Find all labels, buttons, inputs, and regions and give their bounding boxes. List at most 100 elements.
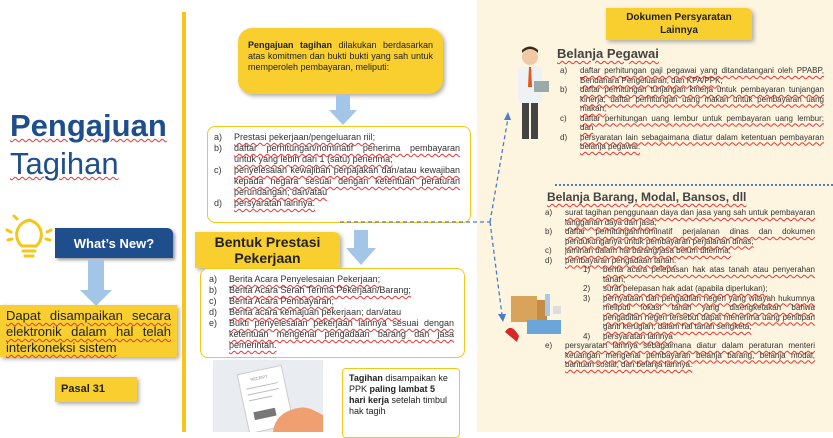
item-marker: d) [560, 132, 568, 142]
callout-text: dilakukan berdasarkan atas komitmen dan … [248, 40, 434, 72]
list-item: 4) persyaratan lainnya [545, 332, 815, 342]
list-item: b) daftar perhitungan tunjangan kinerja u… [560, 85, 824, 114]
callout-bold: Pengajuan tagihan [248, 40, 332, 50]
item-marker: a) [545, 208, 553, 217]
list-item: 3) pernyataan dari pengadilan negeri yang… [545, 294, 815, 332]
arrow-head [346, 248, 376, 265]
item-text: daftar perhitungan gaji pegawai yang dit… [580, 66, 824, 85]
item-text: Berita Acara Penyelesaian Pekerjaan; [229, 274, 381, 284]
item-text: persyaratan lain sebagaimana diatur dala… [580, 132, 824, 152]
item-marker: a) [209, 274, 218, 284]
item-text: surat pelepasan hak adat (apabila diperl… [603, 284, 768, 293]
arrow-down-icon [354, 230, 368, 250]
item-marker: b) [545, 227, 553, 236]
barang-title: Belanja Barang, Modal, Bansos, dll [547, 190, 747, 204]
list-item: e) Bukti penyelesaian pekerjaan lainnya s… [209, 318, 454, 351]
page-title-line1: Pengajuan [10, 108, 167, 143]
bentuk-list: a)Berita Acara Penyelesaian Pekerjaan;b)… [200, 268, 465, 358]
list-item: c) penyelesaian kewajiban perpajakan dan/… [214, 165, 460, 198]
list-item: 2) surat pelepasan hak adat (apabila dipe… [545, 284, 815, 294]
list-item: c) Berita Acara Pembayaran; [209, 296, 454, 307]
item-text: Berita Acara Serah Terima Pekerjaan/Bara… [229, 285, 411, 295]
item-marker: d) [209, 307, 218, 317]
item-text: pernyataan dari pengadilan negeri yang w… [603, 293, 815, 332]
item-marker: c) [545, 246, 552, 255]
item-text: Berita acara kemajuan pekerjaan; dan/ata… [229, 307, 402, 317]
list-item: d) persyaratan lainnya. [214, 198, 460, 209]
list-item: a) Prestasi pekerjaan/pengeluaran riil; [214, 132, 460, 143]
dashed-connector-arrows [340, 112, 511, 322]
requirements-list: a)Prestasi pekerjaan/pengeluaran riil;b)… [207, 126, 471, 223]
item-marker: 4) [583, 331, 591, 341]
item-marker: e) [545, 341, 553, 350]
item-text: surat tagihan penggunaan daya dan jasa y… [565, 208, 815, 227]
arrow-head [329, 110, 357, 125]
divider-bar [182, 12, 186, 432]
arrow-down-icon [88, 260, 104, 290]
item-marker: c) [209, 296, 217, 306]
item-text: pembayaran pengadaan tanah: [565, 255, 677, 265]
list-item: a) Berita Acara Penyelesaian Pekerjaan; [209, 274, 454, 285]
electronic-note: Dapat disampaikan secara elektronik dala… [0, 305, 177, 357]
arrow-down-icon [336, 95, 350, 111]
list-item: b) daftar perhitungan/nominatif penerima … [214, 143, 460, 165]
list-item: 1) berita acara pelepasan hak atas tanah … [545, 265, 815, 284]
item-text: Bukti penyelesaian pekerjaan lainnya ses… [229, 318, 454, 350]
deadline-text-1: disampaikan ke PPK [349, 373, 448, 394]
goods-illustration [505, 294, 561, 342]
item-text: persyaratan lainnya sebagaimana diatur d… [565, 341, 815, 369]
whats-new-label: What’s New? [55, 228, 173, 258]
pegawai-list: a) daftar perhitungan gaji pegawai yang d… [560, 66, 824, 152]
item-text: daftar perhitungan uang lembur untuk pem… [580, 113, 824, 133]
item-marker: a) [560, 66, 568, 75]
item-marker: e) [209, 318, 218, 328]
list-item: a) surat tagihan penggunaan daya dan jasa… [545, 208, 815, 227]
callout-box: Pengajuan tagihan dilakukan berdasarkan … [238, 28, 443, 94]
item-marker: d) [545, 255, 553, 265]
deadline-text-2: setelah timbul hak tagih [349, 395, 448, 416]
item-marker: b) [560, 85, 568, 94]
item-text: daftar perhitungan/nominatif perjalanan … [565, 227, 815, 246]
item-text: persyaratan lainnya. [234, 198, 316, 208]
item-marker: c) [560, 113, 567, 123]
item-text: daftar perhitungan/nominatif penerima pe… [234, 143, 460, 164]
bentuk-title: Bentuk Prestasi Pekerjaan [195, 232, 340, 268]
deadline-note: Tagihan disampaikan ke PPK paling lambat… [342, 368, 460, 438]
item-text: berita acara pelepasan hak atas tanah at… [603, 265, 815, 284]
item-marker: b) [214, 143, 223, 153]
barang-list: a) surat tagihan penggunaan daya dan jasa… [545, 208, 815, 370]
list-item: d) pembayaran pengadaan tanah: [545, 256, 815, 266]
item-text: daftar perhitungan tunjangan kinerja unt… [580, 85, 824, 113]
deadline-bold-1: Tagihan [349, 373, 383, 383]
item-marker: b) [209, 285, 218, 295]
list-item: b) Berita Acara Serah Terima Pekerjaan/Ba… [209, 285, 454, 296]
list-item: d) Berita acara kemajuan pekerjaan; dan/a… [209, 307, 454, 318]
item-text: Prestasi pekerjaan/pengeluaran riil; [234, 132, 376, 142]
deadline-bold-2: paling lambat 5 hari kerja [349, 384, 436, 405]
list-item: a) daftar perhitungan gaji pegawai yang d… [560, 66, 824, 85]
item-marker: a) [214, 132, 223, 142]
section-divider [555, 184, 833, 186]
doc-title: Dokumen Persyaratan Lainnya [606, 8, 752, 40]
svg-text:RECEIPT: RECEIPT [250, 373, 269, 382]
list-item: c) daftar perhitungan uang lembur untuk p… [560, 114, 824, 133]
list-item: d) persyaratan lain sebagaimana diatur da… [560, 133, 824, 152]
item-text: persyaratan lainnya [603, 331, 673, 341]
item-marker: c) [214, 165, 222, 175]
pasal-badge: Pasal 31 [55, 377, 137, 402]
item-text: jaminan dalam hal barang/jasa belum dite… [565, 246, 731, 255]
list-item: c) jaminan dalam hal barang/jasa belum di… [545, 246, 815, 256]
item-text: penyelesaian kewajiban perpajakan dan/at… [234, 165, 460, 197]
receipt-illustration: RECEIPT [213, 360, 323, 435]
item-marker: d) [214, 198, 223, 208]
item-marker: 2) [583, 284, 591, 293]
arrow-head [80, 290, 112, 306]
item-text: Berita Acara Pembayaran; [229, 296, 335, 306]
list-item: e) persyaratan lainnya sebagaimana diatur… [545, 341, 815, 370]
man-illustration [518, 46, 549, 139]
page-title-line2: Tagihan [10, 146, 119, 181]
pegawai-title: Belanja Pegawai [557, 46, 659, 61]
item-marker: 1) [583, 265, 591, 274]
item-marker: 3) [583, 293, 591, 303]
lightbulb-icon [5, 214, 53, 258]
